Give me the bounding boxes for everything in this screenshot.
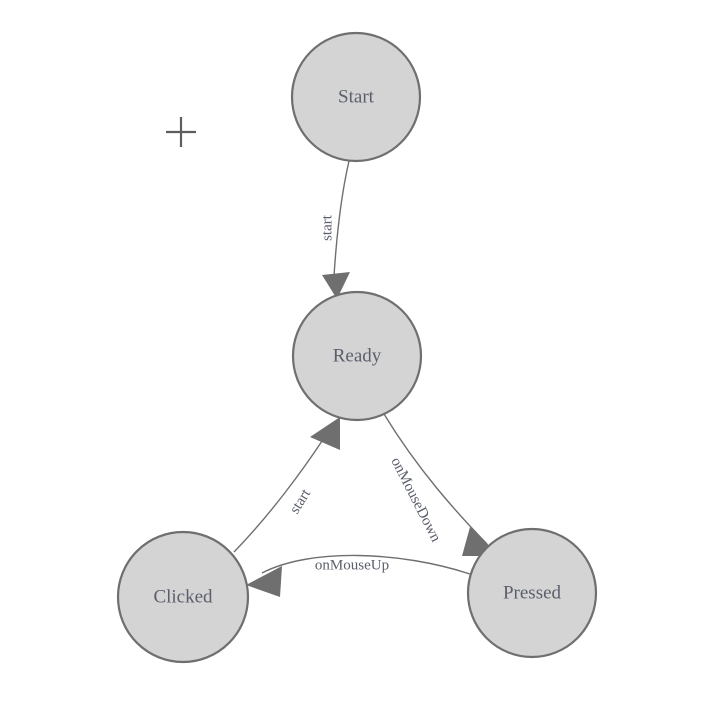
svg-text:start: start	[319, 214, 335, 241]
edge-start-to-ready[interactable]	[322, 160, 350, 299]
node-pressed[interactable]: Pressed	[466, 527, 598, 659]
svg-text:onMouseUp: onMouseUp	[315, 557, 389, 573]
node-clicked-label: Clicked	[153, 586, 213, 607]
edge-label-pressed-to-clicked: onMouseUp	[315, 557, 389, 573]
node-ready-label: Ready	[333, 345, 382, 366]
node-start-label: Start	[338, 86, 375, 107]
arrowhead-into-clicked	[246, 566, 282, 597]
node-ready[interactable]: Ready	[291, 290, 423, 422]
node-pressed-label: Pressed	[503, 582, 562, 603]
node-ready-circle[interactable]	[291, 290, 423, 422]
node-start[interactable]: Start	[290, 31, 422, 163]
edge-path-pressed-to-clicked	[261, 554, 471, 575]
edge-label-start-to-ready: start	[319, 214, 335, 241]
crosshair-icon	[166, 117, 196, 147]
arrowhead-into-ready-top	[322, 272, 350, 299]
edge-label-ready-to-pressed: onMouseDown	[387, 455, 443, 545]
node-clicked-circle[interactable]	[116, 530, 250, 664]
edge-path-start-to-ready	[333, 160, 350, 277]
edge-label-clicked-to-ready: start	[287, 486, 315, 517]
node-clicked[interactable]: Clicked	[116, 530, 250, 664]
node-pressed-circle[interactable]	[466, 527, 598, 659]
edge-clicked-to-ready[interactable]	[233, 417, 340, 553]
svg-text:onMouseDown: onMouseDown	[387, 455, 443, 545]
arrowhead-into-ready-bottom	[310, 417, 340, 450]
node-start-circle[interactable]	[290, 31, 422, 163]
edge-pressed-to-clicked[interactable]	[246, 554, 471, 597]
edge-path-ready-to-pressed	[383, 413, 488, 545]
edge-path-clicked-to-ready	[233, 437, 325, 553]
svg-text:start: start	[287, 486, 315, 517]
